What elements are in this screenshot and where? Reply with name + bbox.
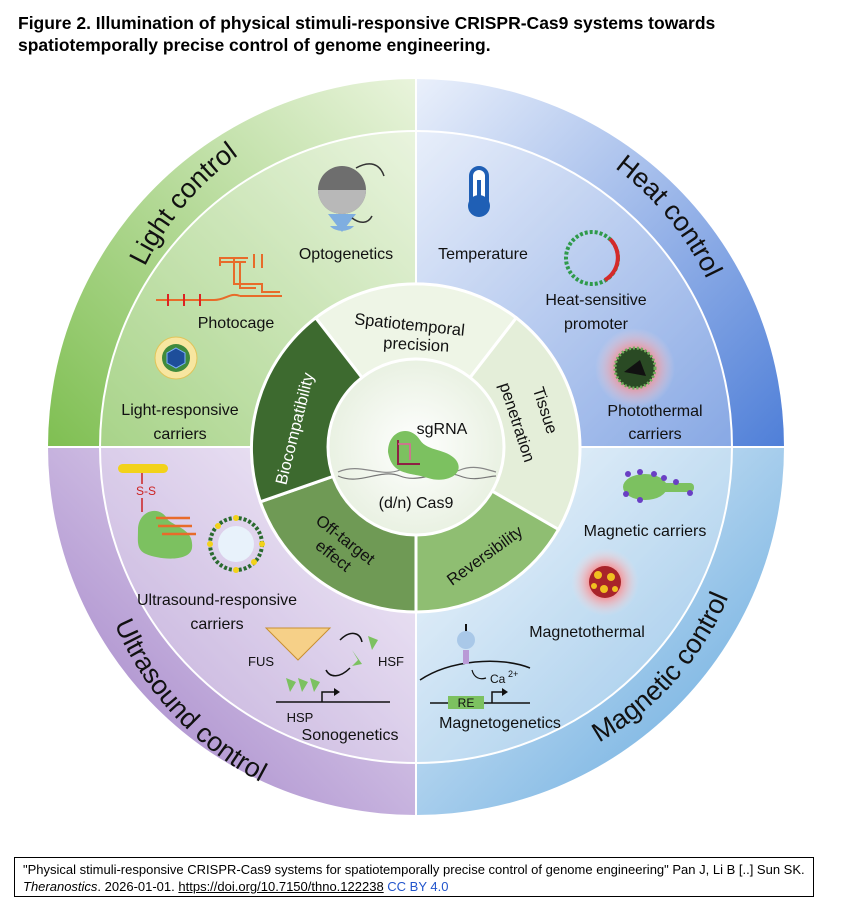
light-carriers-label-2: carriers (153, 426, 206, 443)
hsp-label: HSP (287, 710, 314, 725)
citation-text: "Physical stimuli-responsive CRISPR-Cas9… (23, 862, 805, 877)
photothermal-label-1: Photothermal (607, 403, 702, 420)
light-carrier-icon (154, 336, 198, 380)
cas9-icon (337, 430, 497, 480)
optogenetics-label: Optogenetics (299, 246, 393, 263)
citation-journal: Theranostics (23, 879, 98, 894)
magnetothermal-label: Magnetothermal (529, 624, 645, 641)
citation-doi-link[interactable]: https://doi.org/10.7150/thno.122238 (178, 879, 384, 894)
ss-linker-icon (118, 464, 168, 512)
ca-superscript: 2+ (508, 669, 518, 679)
citation-box: "Physical stimuli-responsive CRISPR-Cas9… (14, 857, 814, 897)
magnetic-carrier-icon (623, 469, 694, 503)
magnetogenetics-label: Magnetogenetics (439, 715, 561, 732)
photothermal-label-2: carriers (628, 426, 681, 443)
figure-title: Figure 2. Illumination of physical stimu… (18, 13, 716, 55)
precision-label: precision (383, 334, 450, 355)
optogenetics-icon (318, 163, 385, 232)
thermometer-icon (468, 166, 490, 217)
hsf-label: HSF (378, 654, 404, 669)
heat-promoter-icon (564, 230, 620, 286)
us-carriers-label-2: carriers (190, 616, 243, 633)
magnetogenetics-icon (419, 624, 531, 709)
sonogenetics-label: Sonogenetics (302, 727, 399, 744)
photocage-icon (156, 254, 282, 306)
citation-date: . 2026-01-01. (97, 879, 175, 894)
light-carriers-label-1: Light-responsive (121, 402, 239, 419)
fus-label: FUS (248, 654, 274, 669)
us-carriers-label-1: Ultrasound-responsive (137, 592, 297, 609)
magnetic-carriers-label: Magnetic carriers (584, 523, 707, 540)
heat-promoter-label-2: promoter (564, 316, 629, 333)
heat-promoter-label-1: Heat-sensitive (545, 292, 646, 309)
sgrna-label: sgRNA (417, 421, 468, 438)
ss-label: S-S (136, 484, 156, 498)
photocage-label: Photocage (198, 315, 275, 332)
us-carrier-icon (207, 515, 265, 573)
temperature-label: Temperature (438, 246, 528, 263)
magnetothermal-icon (571, 548, 639, 616)
photothermal-icon (595, 328, 675, 408)
cas9-label: (d/n) Cas9 (379, 495, 454, 512)
crispr-stimuli-diagram: sgRNA (d/n) Cas9 Spatiotemporal precisio… (48, 79, 784, 815)
sonogenetics-icon (264, 627, 390, 703)
us-cas9-icon (137, 510, 196, 559)
license-link[interactable]: CC BY 4.0 (387, 879, 449, 894)
re-label: RE (458, 696, 475, 710)
ca-label: Ca (490, 672, 506, 686)
